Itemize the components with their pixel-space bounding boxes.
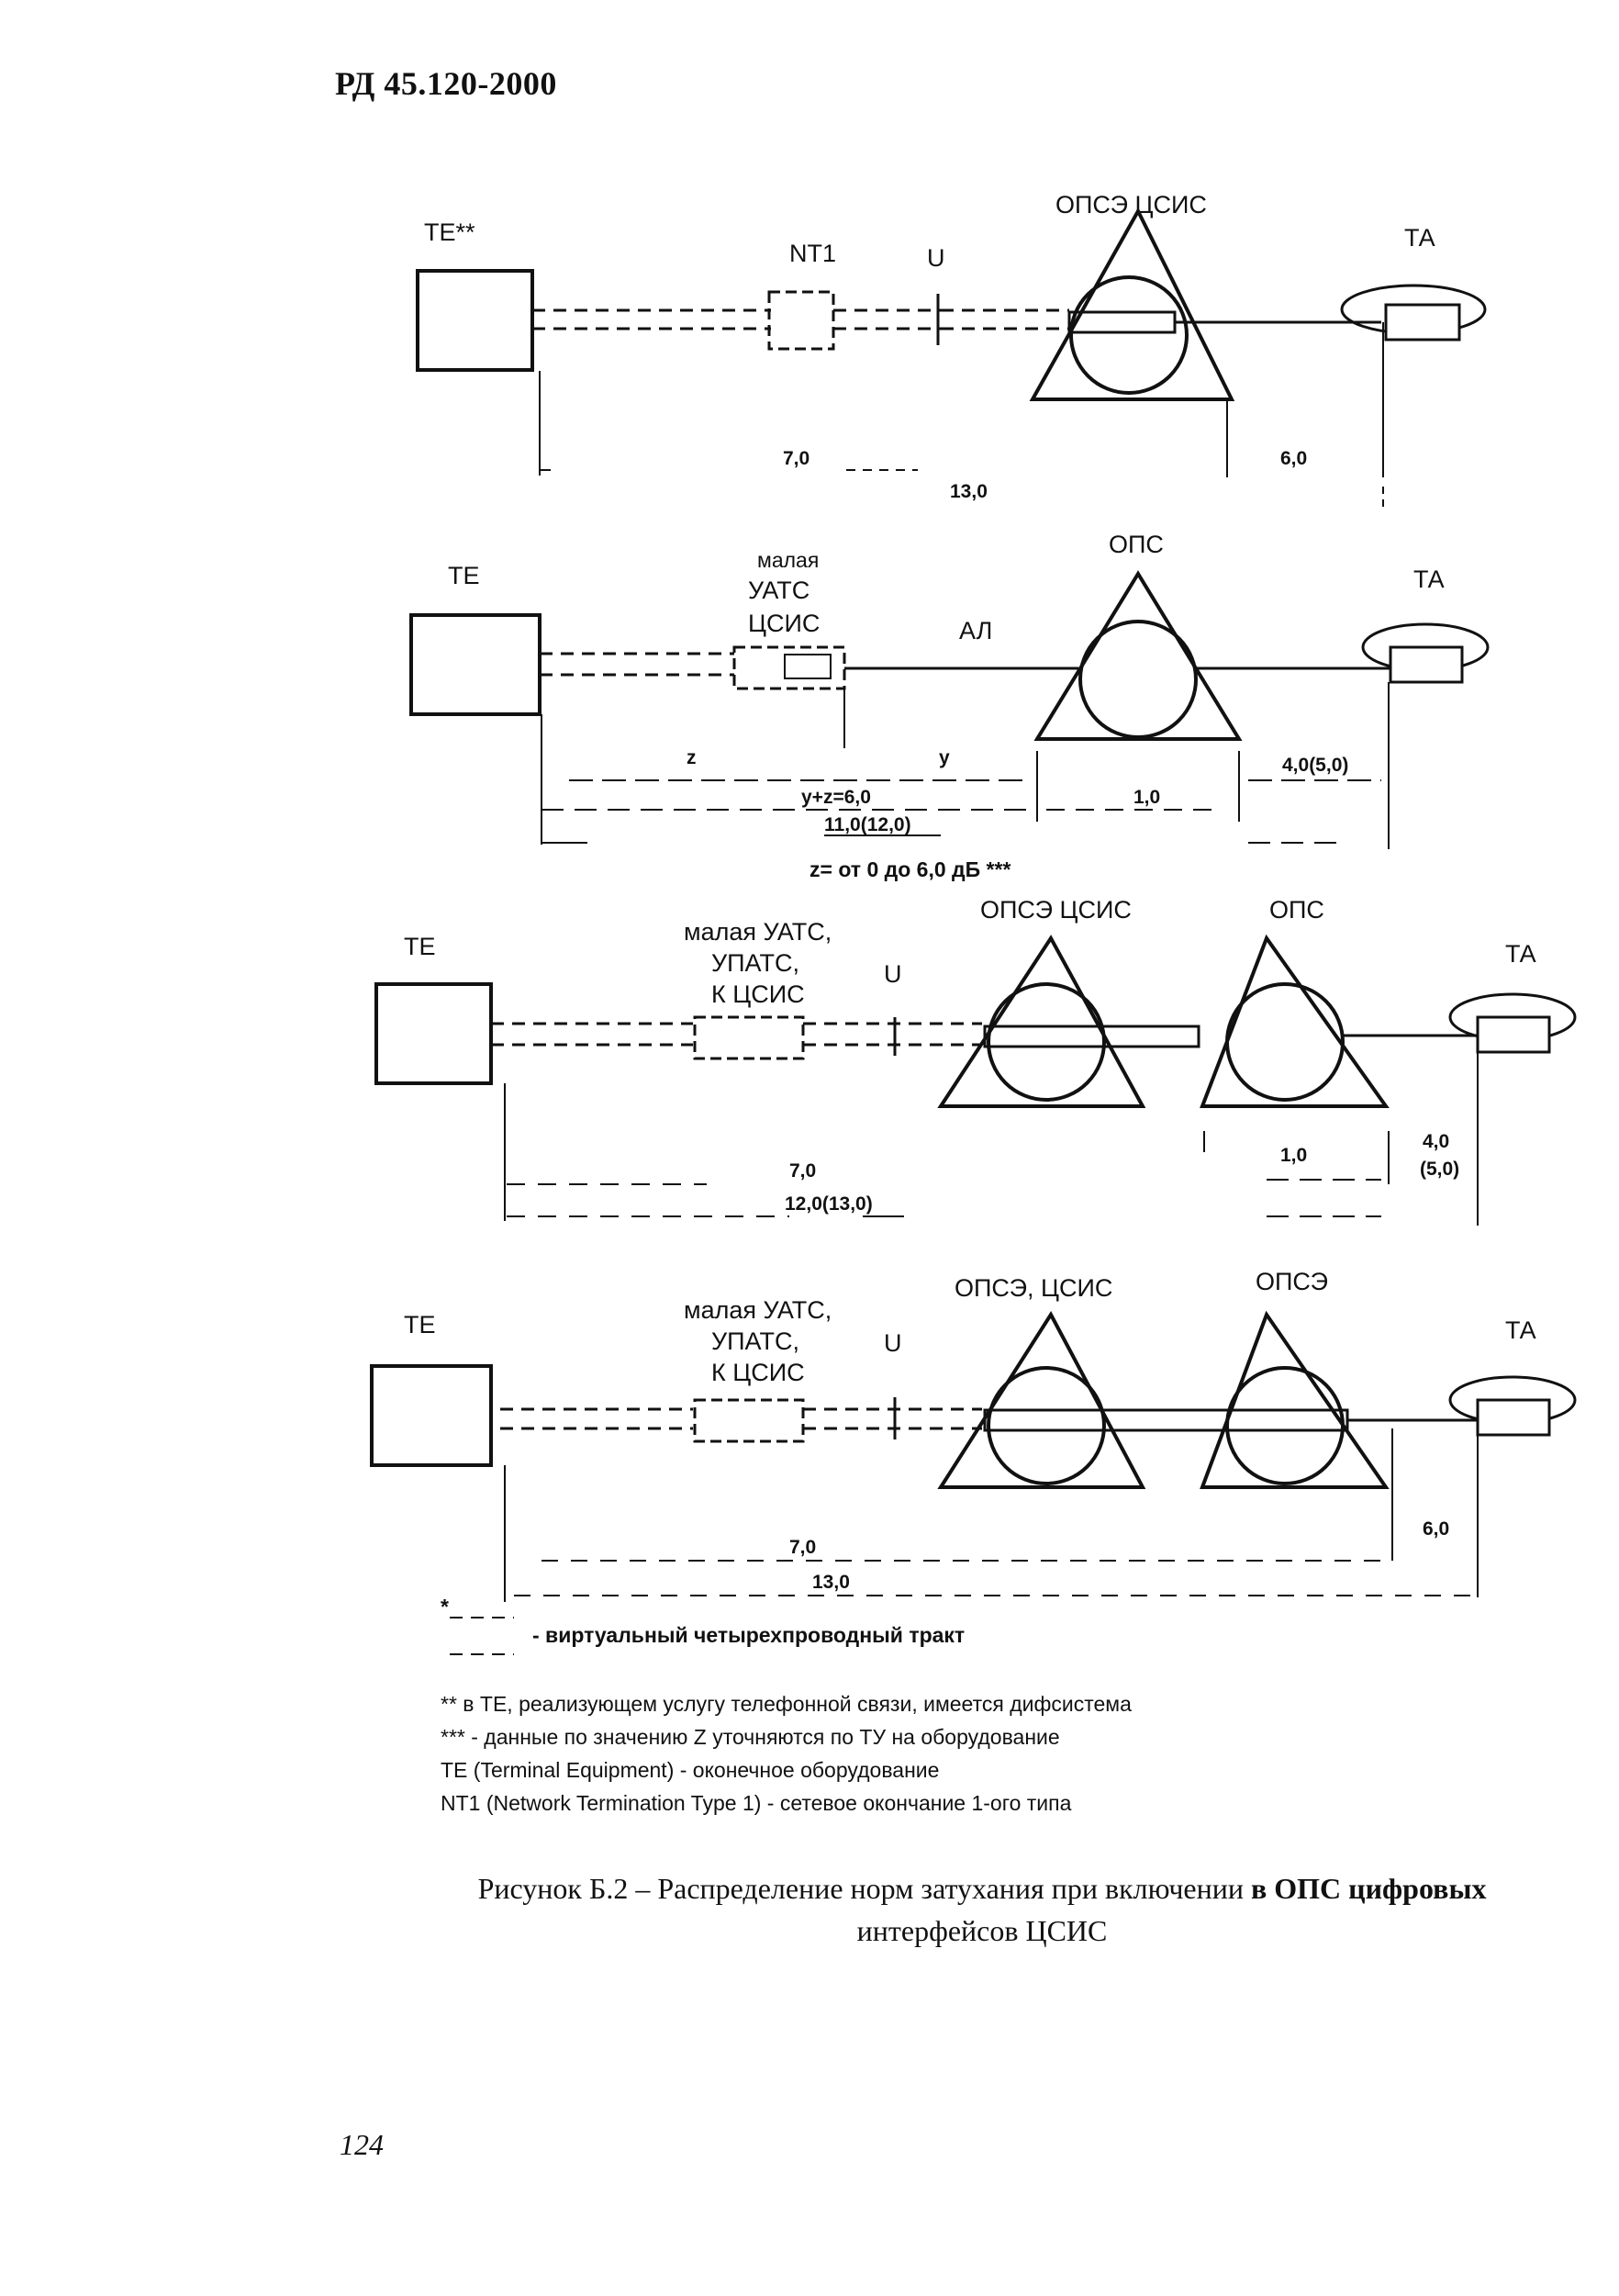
pbx-label-line: К ЦСИС [711,1359,805,1386]
footnote: TE (Terminal Equipment) - оконечное обор… [441,1758,940,1782]
pbx-label-line: К ЦСИС [711,980,805,1008]
u-label: U [884,1329,902,1357]
ta-label: ТА [1505,1316,1536,1344]
diagram-4 [370,1310,1577,1602]
te-label: ТЕ [448,562,480,589]
value: 11,0(12,0) [824,814,911,835]
pbx-label-line: УАТС [748,577,810,604]
value: 13,0 [812,1572,850,1593]
caption-text: Рисунок Б.2 – Распределение норм затухан… [477,1872,1251,1905]
nt1-box [767,290,835,351]
value: z [687,747,697,768]
legend-star: * [441,1595,449,1618]
exchange-label: ОПСЭ ЦСИС [1055,191,1207,218]
ta-box [1476,1015,1551,1054]
footnote: ** в ТЕ, реализующем услугу телефонной с… [441,1692,1132,1716]
value: 7,0 [783,448,810,469]
pbx-label-line: малая УАТС, [684,1296,832,1324]
te-box [374,982,493,1085]
exchange-triangle [1033,570,1243,741]
diagram-2 [409,570,1490,849]
ta-label: ТА [1413,566,1445,593]
exchange2-label: ОПСЭ [1256,1268,1328,1295]
exchange1-triangle [937,1311,1146,1489]
value: 1,0 [1280,1145,1307,1166]
u-label: U [927,244,945,272]
ta-label: ТА [1404,224,1435,252]
exchange1-label: ОПСЭ, ЦСИС [955,1274,1112,1302]
te-label: ТЕ [404,1311,436,1338]
value: 13,0 [950,481,988,502]
value: 4,0 [1423,1131,1449,1152]
te-label: ТЕ [404,933,436,960]
te-box [409,613,542,716]
value: 12,0(13,0) [785,1193,873,1215]
pbx-box [732,645,846,690]
exchange2-label: ОПС [1269,896,1324,924]
value: y+z=6,0 [801,787,871,808]
line-label: АЛ [959,617,992,644]
pbx-label-line: УПАТС, [711,949,799,977]
figure-caption: Рисунок Б.2 – Распределение норм затухан… [404,1867,1560,1952]
pbx-box [693,1015,805,1060]
document-id: РД 45.120-2000 [335,65,557,102]
footnote: NT1 (Network Termination Type 1) - сетев… [441,1791,1072,1815]
exchange2-triangle [1200,1310,1390,1489]
caption-bold: в ОПС цифровых [1250,1872,1487,1905]
exchange2-triangle [1200,934,1390,1108]
pbx-label-line: ЦСИС [748,610,820,637]
value: 1,0 [1133,787,1160,808]
exchange1-triangle [937,935,1146,1108]
u-label: U [884,960,902,988]
z-note: z= от 0 до 6,0 дБ *** [810,857,1010,881]
caption-line2: интерфейсов ЦСИС [856,1914,1108,1947]
diagram-3 [374,934,1577,1226]
ta-box [1389,645,1464,684]
ta-box [1384,303,1461,342]
pbx-label-line: малая [757,548,819,572]
value: (5,0) [1420,1159,1459,1180]
value: 7,0 [789,1160,816,1182]
pbx-label-line: малая УАТС, [684,918,832,946]
value: y [939,747,950,768]
footnotes: ** в ТЕ, реализующем услугу телефонной с… [441,1687,1132,1820]
legend-text: - виртуальный четырехпроводный тракт [532,1623,966,1647]
exchange-label: ОПС [1109,531,1164,558]
te-label: TE** [424,218,475,246]
legend-dashes [450,1617,514,1655]
exchange1-label: ОПСЭ ЦСИС [980,896,1132,924]
pbx-box [693,1398,805,1443]
te-box [370,1364,493,1467]
value: 6,0 [1423,1518,1449,1540]
value: 4,0(5,0) [1282,755,1348,776]
exchange-triangle [1029,207,1235,401]
nt1-label: NT1 [789,240,836,267]
value: 7,0 [789,1537,816,1558]
footnote: *** - данные по значению Z уточняются по… [441,1725,1060,1749]
pbx-label-line: УПАТС, [711,1327,799,1355]
value: 6,0 [1280,448,1307,469]
te-box [416,269,534,372]
ta-box [1476,1398,1551,1437]
diagram-1 [416,207,1487,510]
ta-label: ТА [1505,940,1536,968]
page-number: 124 [340,2128,384,2161]
